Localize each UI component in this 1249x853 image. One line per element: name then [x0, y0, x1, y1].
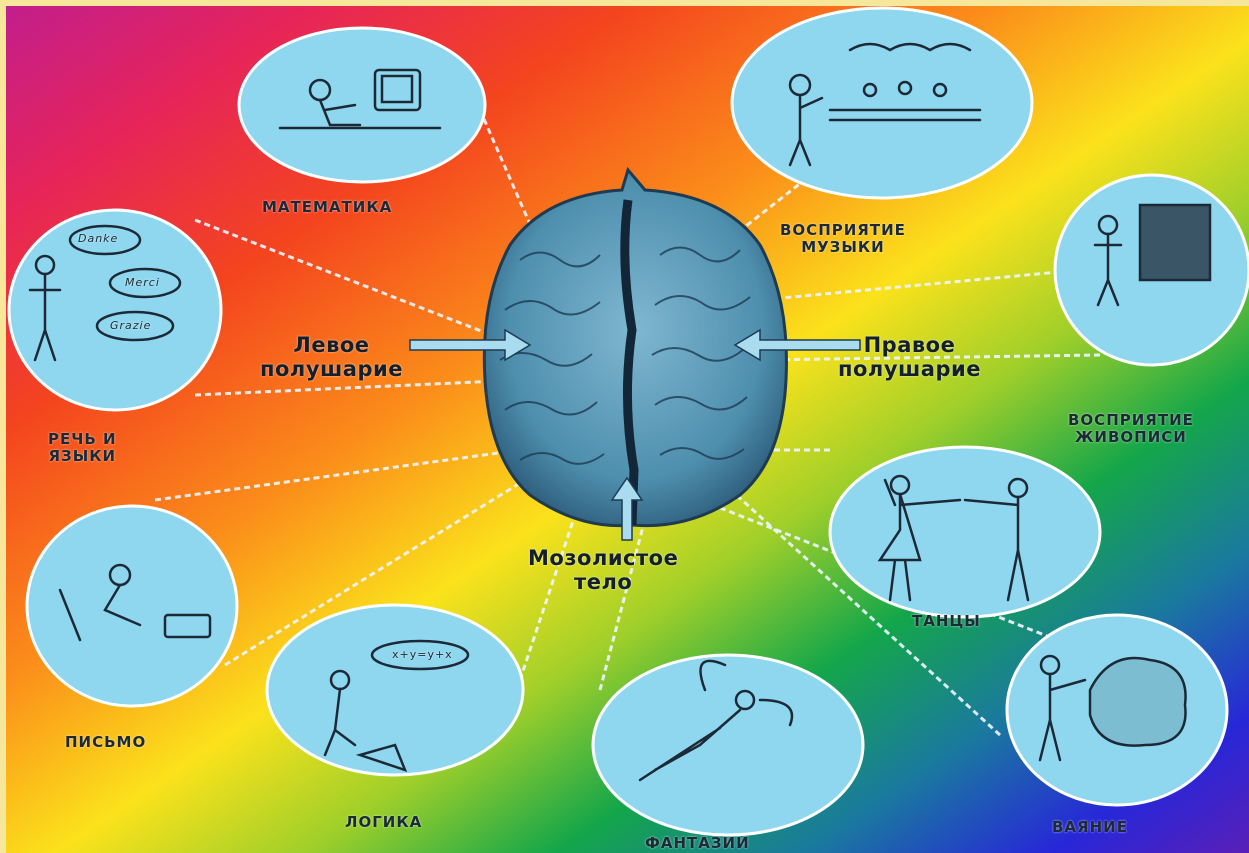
- logic-formula: x+y=y+x: [392, 648, 453, 661]
- label-left-line2: полушарие: [260, 357, 403, 381]
- label-speech-line1: РЕЧЬ И: [48, 431, 117, 448]
- label-sculpture: ВАЯНИЕ: [1052, 818, 1128, 836]
- writing-oval: [27, 506, 237, 706]
- music-oval: [732, 8, 1032, 198]
- label-corpus-line2: тело: [528, 570, 678, 594]
- label-painting: ВОСПРИЯТИЕ ЖИВОПИСИ: [1068, 412, 1194, 447]
- label-right-line2: полушарие: [838, 357, 981, 381]
- logic-oval: [267, 605, 523, 775]
- label-right-line1: Правое: [838, 333, 981, 357]
- label-math: МАТЕМАТИКА: [262, 198, 392, 216]
- label-fantasy: ФАНТАЗИИ: [645, 834, 750, 852]
- dance-oval: [830, 447, 1100, 617]
- label-left-line1: Левое: [260, 333, 403, 357]
- label-music: ВОСПРИЯТИЕ МУЗЫКИ: [780, 222, 906, 257]
- speech-word-danke: Danke: [78, 232, 118, 245]
- label-speech: РЕЧЬ И ЯЗЫКИ: [48, 431, 117, 466]
- label-corpus-line1: Мозолистое: [528, 546, 678, 570]
- speech-word-merci: Merci: [125, 276, 160, 289]
- label-painting-line2: ЖИВОПИСИ: [1068, 429, 1194, 446]
- fantasy-oval: [593, 655, 863, 835]
- label-speech-line2: ЯЗЫКИ: [48, 448, 117, 465]
- math-oval: [239, 28, 485, 182]
- label-painting-line1: ВОСПРИЯТИЕ: [1068, 412, 1194, 429]
- label-corpus-callosum: Мозолистое тело: [528, 546, 678, 594]
- label-left-hemisphere: Левое полушарие: [260, 333, 403, 381]
- label-dance: ТАНЦЫ: [912, 612, 981, 630]
- label-right-hemisphere: Правое полушарие: [838, 333, 981, 381]
- label-logic: ЛОГИКА: [345, 813, 422, 831]
- label-music-line2: МУЗЫКИ: [780, 239, 906, 256]
- speech-word-grazie: Grazie: [110, 319, 151, 332]
- label-writing: ПИСЬМО: [65, 733, 146, 751]
- label-music-line1: ВОСПРИЯТИЕ: [780, 222, 906, 239]
